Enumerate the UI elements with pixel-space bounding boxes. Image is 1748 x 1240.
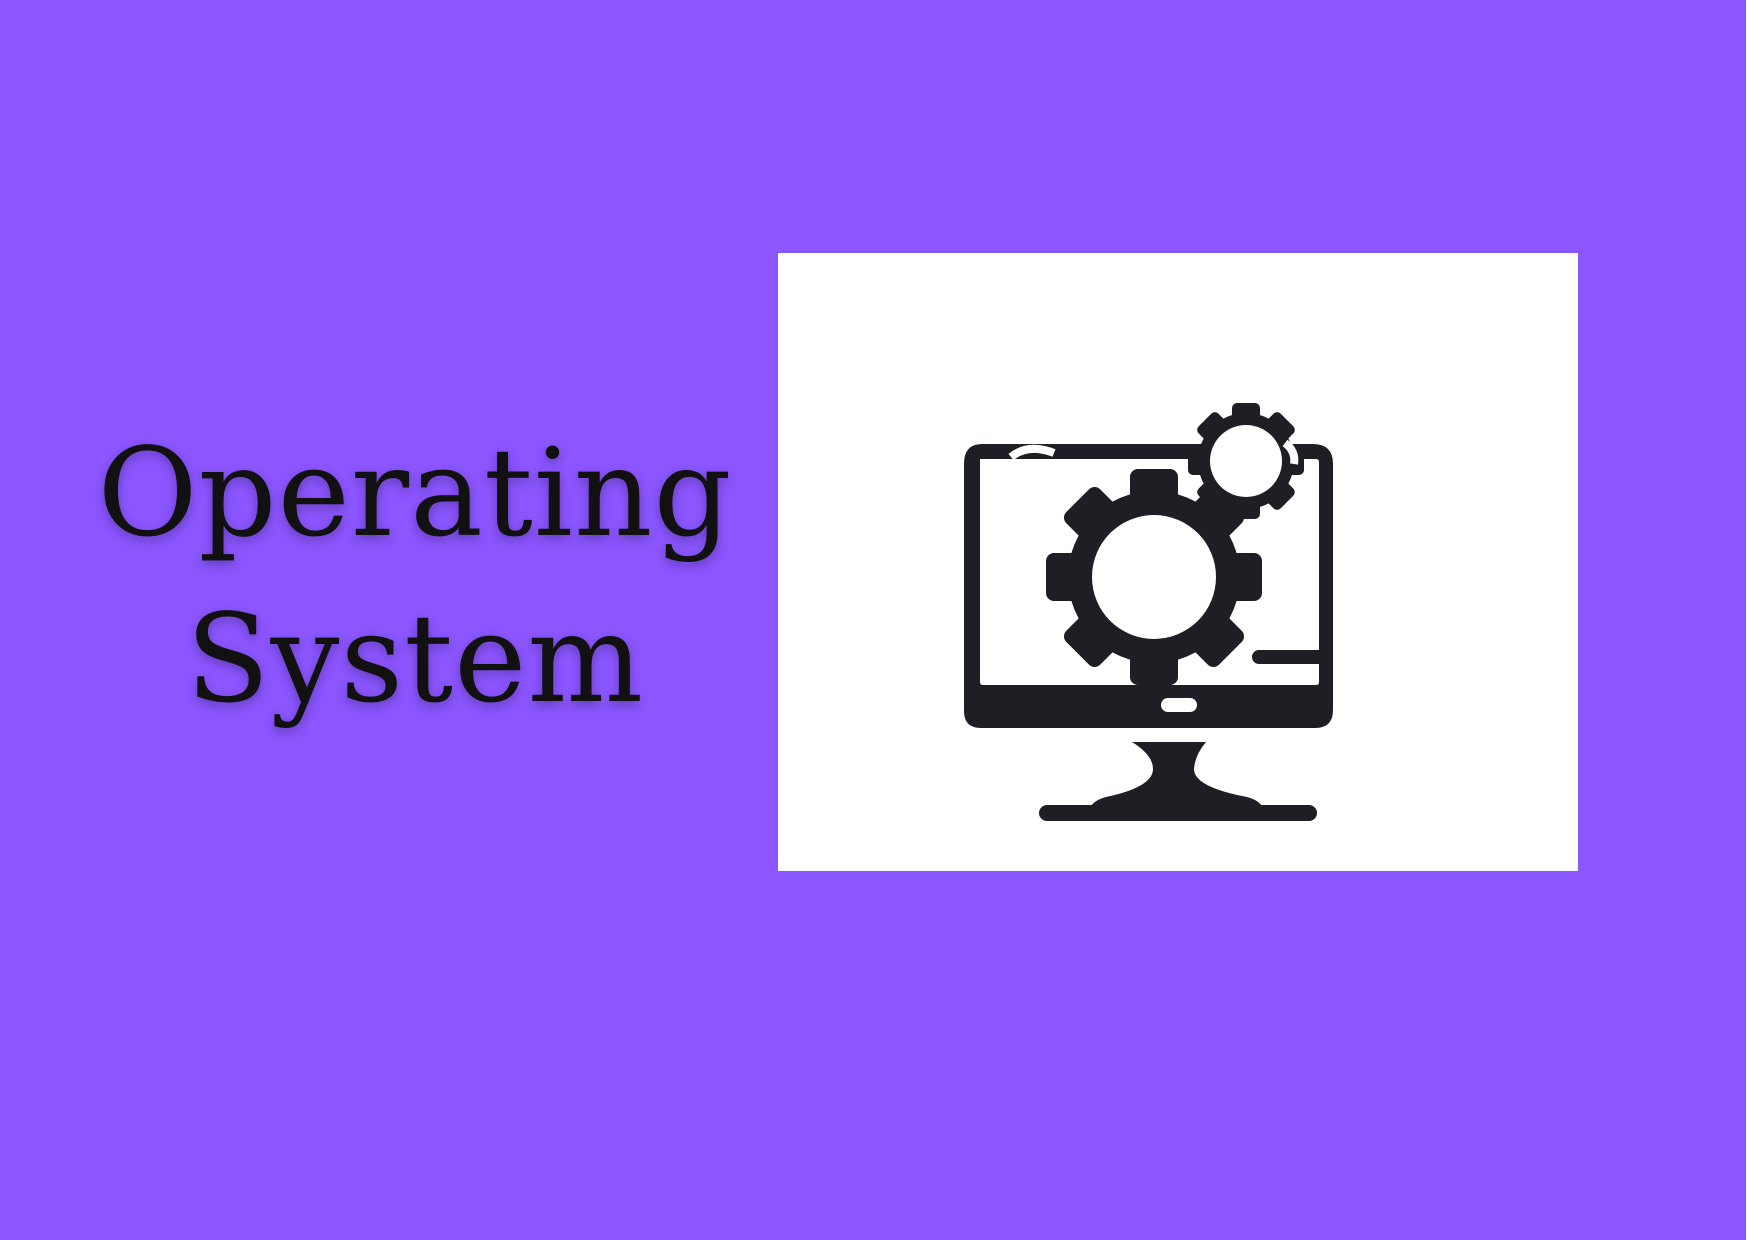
screen-bar	[1252, 650, 1328, 664]
monitor-frame	[964, 444, 1333, 728]
illustration-card	[778, 253, 1578, 871]
title-line-2: System	[185, 588, 645, 730]
computer-settings-icon	[964, 403, 1333, 821]
right-edge-strip	[1746, 0, 1748, 1240]
monitor-button	[1161, 698, 1197, 712]
monitor-stand-neck	[1089, 742, 1264, 811]
page-title: Operating System	[70, 410, 760, 742]
title-line-1: Operating	[97, 422, 733, 564]
monitor-stand-base	[1039, 805, 1317, 821]
